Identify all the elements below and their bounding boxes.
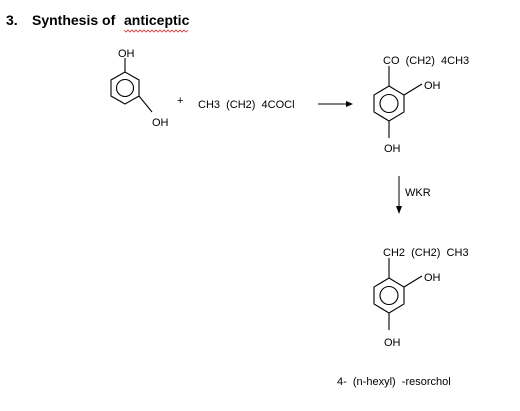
plus-sign: + xyxy=(177,95,183,107)
intermediate-oh-bottom: OH xyxy=(384,143,401,155)
product-oh-bottom: OH xyxy=(384,337,401,349)
benzene-ring-2 xyxy=(373,85,405,122)
product-oh-side: OH xyxy=(424,272,441,284)
benzene-ring-3 xyxy=(373,277,405,314)
reaction-arrow-1 xyxy=(318,101,353,107)
aromatic-circle-1 xyxy=(115,78,135,98)
product-structure: CH2 (CH2) CH3 OH OH xyxy=(373,247,469,349)
product-name: 4- (n-hexyl) -resorchol xyxy=(337,376,451,388)
reaction-arrow-2 xyxy=(396,176,402,214)
reactant-1-structure: OH OH xyxy=(110,48,169,129)
benzene-ring-1 xyxy=(110,71,140,105)
reactant-1-oh-top: OH xyxy=(118,48,135,60)
bond-oh-side-2 xyxy=(403,83,423,96)
bond-oh-side-3 xyxy=(403,275,423,288)
intermediate-oh-side: OH xyxy=(424,80,441,92)
heading-text: Synthesis of xyxy=(32,12,116,28)
aromatic-circle-3 xyxy=(379,285,399,306)
reactant-1-oh-bottom: OH xyxy=(152,117,169,129)
reduction-label: WKR xyxy=(405,187,431,199)
spellcheck-underline xyxy=(123,29,189,33)
bond-oh-meta-1 xyxy=(138,95,153,113)
intermediate-side-chain: CO (CH2) 4CH3 xyxy=(383,55,469,67)
heading-number: 3. xyxy=(6,12,18,28)
aromatic-circle-2 xyxy=(379,93,399,114)
intermediate-structure: CO (CH2) 4CH3 OH OH xyxy=(373,55,469,155)
heading-keyword: anticeptic xyxy=(124,12,190,28)
reagent-acyl-chloride: CH3 (CH2) 4COCl xyxy=(198,99,295,111)
product-side-chain: CH2 (CH2) CH3 xyxy=(383,247,469,259)
